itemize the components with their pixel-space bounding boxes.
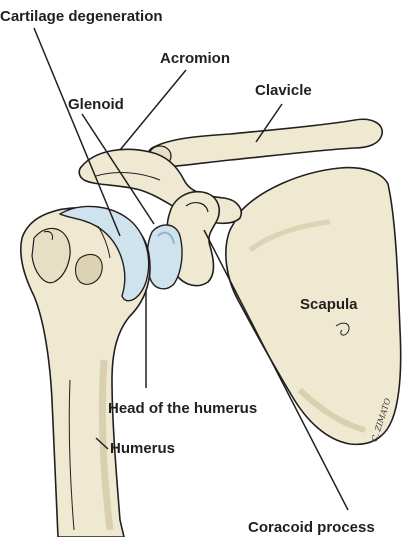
leader-acromion: [120, 70, 186, 150]
leader-cartilage: [34, 28, 120, 236]
label-acromion: Acromion: [160, 50, 230, 68]
glenoid-shape: [147, 225, 182, 289]
label-humerus: Humerus: [110, 440, 175, 458]
label-clavicle: Clavicle: [255, 82, 312, 100]
label-scapula: Scapula: [300, 296, 358, 314]
label-cartilage-degeneration: Cartilage degeneration: [0, 8, 163, 26]
label-glenoid: Glenoid: [68, 96, 124, 114]
clavicle-shape: [147, 119, 382, 166]
label-coracoid-process: Coracoid process: [248, 519, 375, 537]
label-head-of-humerus: Head of the humerus: [108, 400, 257, 418]
